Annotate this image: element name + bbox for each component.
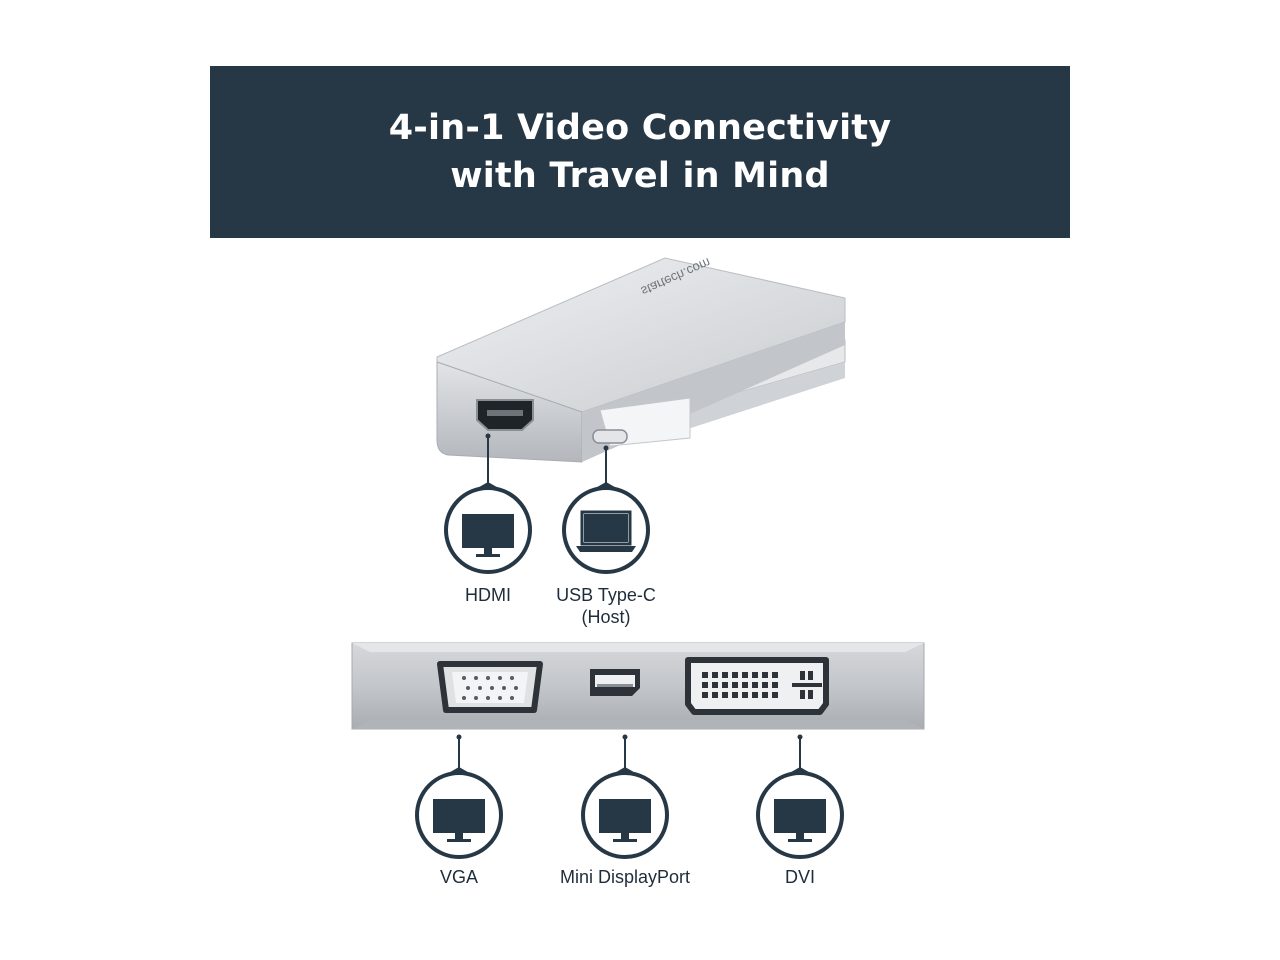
dvi-label: DVI: [784, 867, 815, 887]
vga-callout: [415, 767, 503, 859]
hdmi-callout: [444, 482, 532, 574]
title-banner: 4-in-1 Video Connectivity with Travel in…: [210, 66, 1070, 238]
banner-title-line-2: with Travel in Mind: [450, 156, 830, 196]
monitor-icon: [462, 514, 514, 557]
vga-label: VGA: [439, 867, 478, 887]
usbc-label: USB Type-C: [556, 585, 656, 605]
dvi-port: [685, 657, 829, 715]
monitor-icon: [599, 799, 651, 842]
monitor-icon: [433, 799, 485, 842]
hdmi-label: HDMI: [465, 585, 511, 605]
adapter-device: startech.com: [436, 255, 846, 463]
dvi-callout: [756, 767, 844, 859]
adapter-front-view: [351, 642, 925, 730]
mini-displayport-callout: [581, 767, 669, 859]
usbc-label-host: (Host): [581, 607, 631, 627]
mini-displayport-label: Mini DisplayPort: [559, 867, 691, 887]
mini-displayport-port: [590, 669, 640, 696]
banner-title-line-1: 4-in-1 Video Connectivity: [388, 108, 892, 148]
vga-port: [437, 661, 543, 713]
usbc-callout: [562, 482, 650, 574]
laptop-icon: [576, 510, 636, 552]
usbc-plug: [592, 429, 628, 444]
monitor-icon: [774, 799, 826, 842]
